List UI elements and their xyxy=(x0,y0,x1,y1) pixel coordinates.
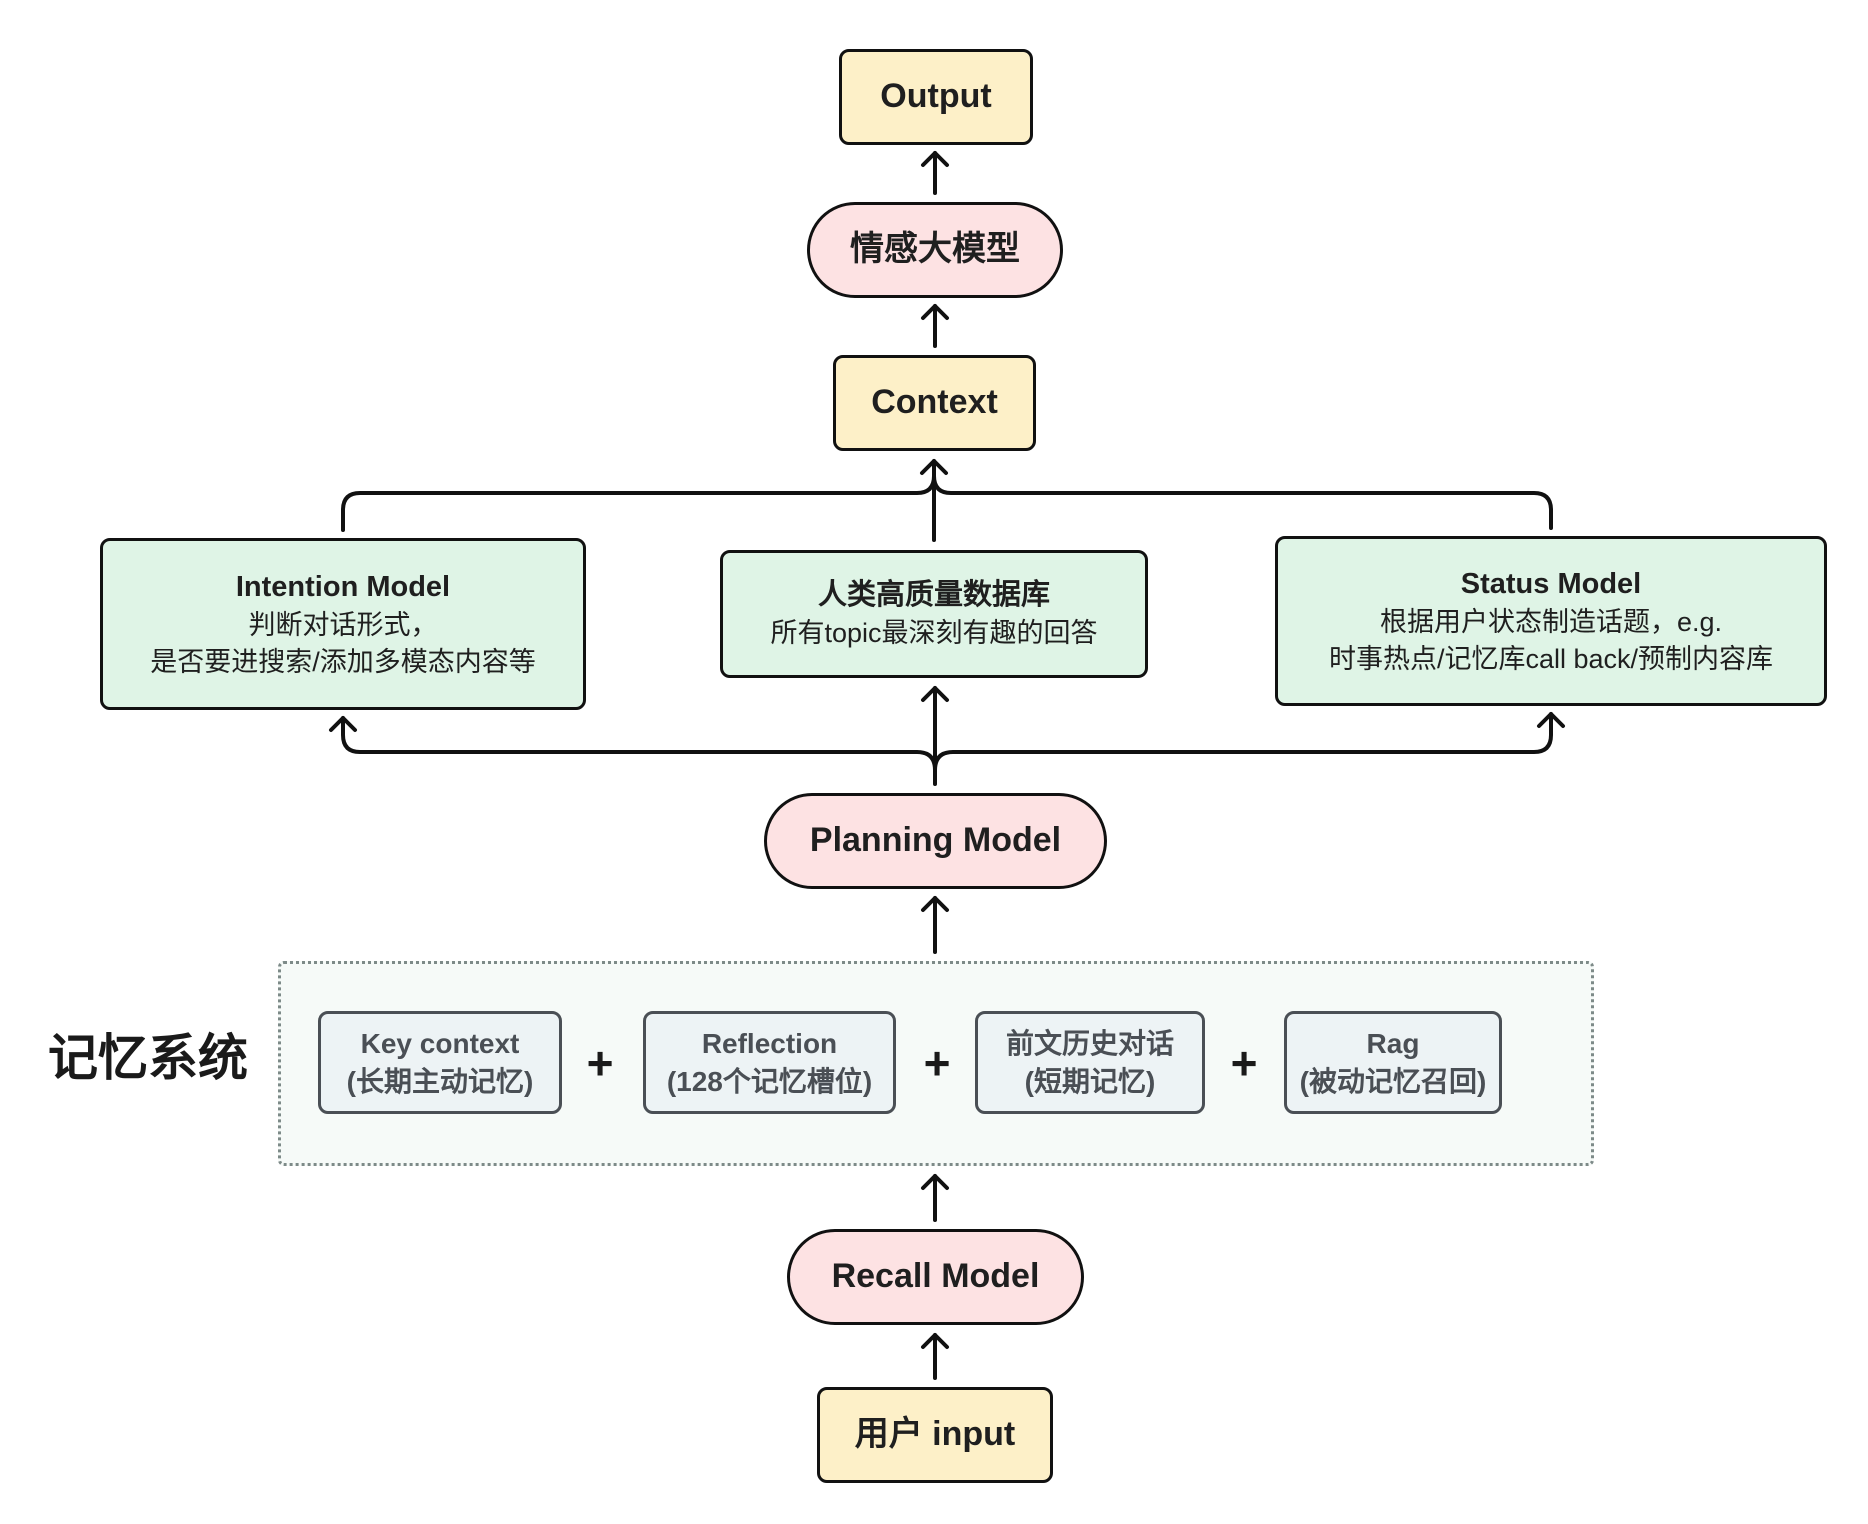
memory-item-title: Rag xyxy=(1366,1027,1420,1059)
memory-item-subtitle: (128个记忆槽位) xyxy=(666,1065,873,1097)
recall-model-node: Recall Model xyxy=(787,1229,1084,1325)
plus-separator: + xyxy=(923,1037,951,1089)
arrow-input-to-recall xyxy=(921,1333,949,1380)
arrow-planning-to-branches xyxy=(329,686,1565,786)
intention-model-desc-line2: 是否要进搜索/添加多模态内容等 xyxy=(150,646,536,677)
human-db-desc: 所有topic最深刻有趣的回答 xyxy=(770,618,1098,649)
user-input-label: 用户 input xyxy=(854,1415,1016,1454)
intention-model-node: Intention Model 判断对话形式， 是否要进搜索/添加多模态内容等 xyxy=(100,538,586,710)
memory-item-reflection: Reflection (128个记忆槽位) xyxy=(643,1011,896,1114)
human-db-title: 人类高质量数据库 xyxy=(817,579,1050,612)
human-db-node: 人类高质量数据库 所有topic最深刻有趣的回答 xyxy=(720,550,1148,678)
memory-item-title: Reflection xyxy=(701,1027,838,1059)
planning-model-node: Planning Model xyxy=(764,793,1107,889)
status-model-node: Status Model 根据用户状态制造话题，e.g. 时事热点/记忆库cal… xyxy=(1275,536,1827,706)
memory-item-title: 前文历史对话 xyxy=(1005,1027,1174,1059)
arrow-memory-to-planning xyxy=(921,896,949,954)
status-model-title: Status Model xyxy=(1460,567,1642,600)
arrow-branches-to-context xyxy=(341,459,1553,542)
plus-separator: + xyxy=(1230,1037,1258,1089)
planning-model-label: Planning Model xyxy=(809,821,1062,860)
recall-model-label: Recall Model xyxy=(831,1257,1040,1296)
status-model-desc-line1: 根据用户状态制造话题，e.g. xyxy=(1379,607,1723,638)
emotion-model-node: 情感大模型 xyxy=(807,202,1063,298)
memory-item-subtitle: (短期记忆) xyxy=(1024,1065,1156,1097)
context-label: Context xyxy=(871,383,998,422)
status-model-desc-line2: 时事热点/记忆库call back/预制内容库 xyxy=(1328,643,1774,674)
memory-item-title: Key context xyxy=(360,1027,520,1059)
memory-item-rag: Rag (被动记忆召回) xyxy=(1284,1011,1502,1114)
memory-item-subtitle: (长期主动记忆) xyxy=(346,1065,534,1097)
intention-model-desc-line1: 判断对话形式， xyxy=(248,610,438,641)
output-node: Output xyxy=(839,49,1033,145)
arrow-emotion-to-output xyxy=(921,151,949,195)
plus-separator: + xyxy=(586,1037,614,1089)
memory-system-label: 记忆系统 xyxy=(48,1030,248,1086)
output-label: Output xyxy=(880,77,992,116)
memory-item-history-dialog: 前文历史对话 (短期记忆) xyxy=(975,1011,1205,1114)
memory-item-key-context: Key context (长期主动记忆) xyxy=(318,1011,562,1114)
emotion-model-label: 情感大模型 xyxy=(850,230,1020,269)
user-input-node: 用户 input xyxy=(817,1387,1053,1483)
intention-model-title: Intention Model xyxy=(235,570,451,603)
memory-item-subtitle: (被动记忆召回) xyxy=(1299,1065,1487,1097)
arrow-context-to-emotion xyxy=(921,304,949,348)
context-node: Context xyxy=(833,355,1036,451)
arrow-recall-to-memory xyxy=(921,1174,949,1222)
